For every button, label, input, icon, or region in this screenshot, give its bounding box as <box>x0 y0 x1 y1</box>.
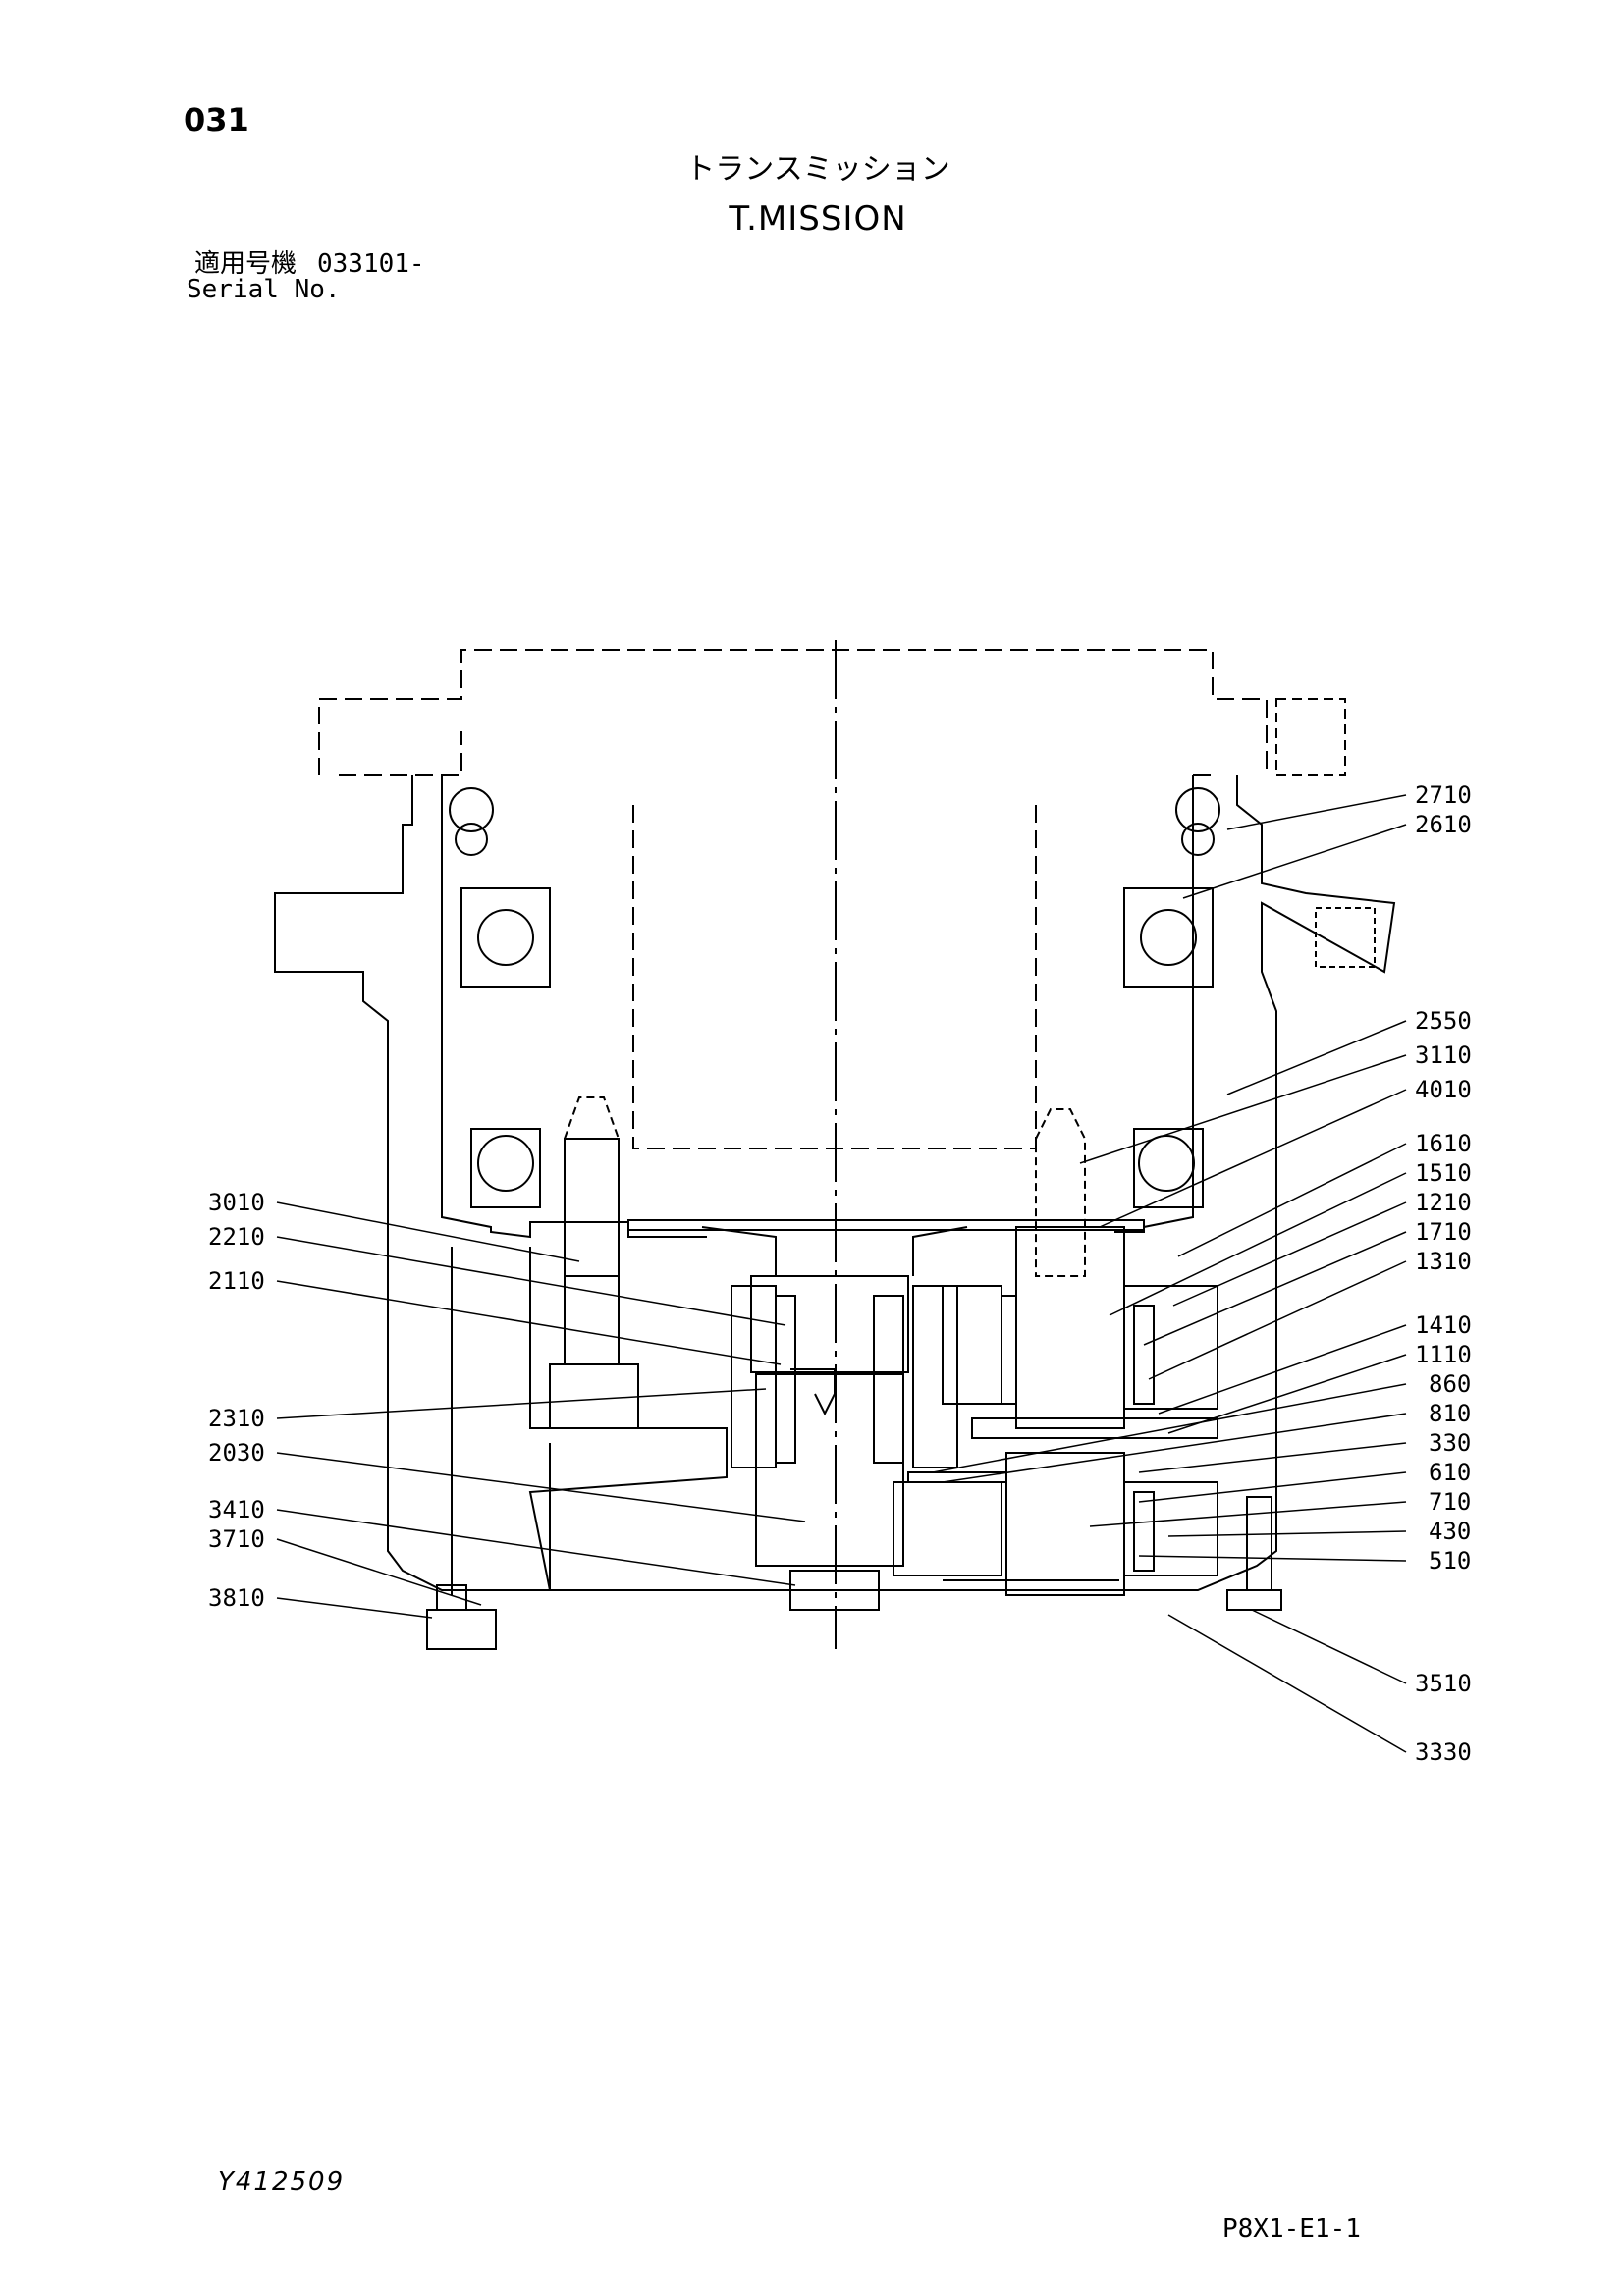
page-number: 031 <box>184 101 249 138</box>
serial-label-japanese: 適用号機 <box>194 249 298 279</box>
callout-860: 860 <box>1429 1370 1471 1398</box>
callout-2610: 2610 <box>1415 811 1472 838</box>
callout-3810: 3810 <box>208 1584 265 1612</box>
callout-2550: 2550 <box>1415 1007 1472 1035</box>
callout-510: 510 <box>1429 1547 1471 1575</box>
callout-610: 610 <box>1429 1459 1471 1486</box>
callout-1510: 1510 <box>1415 1159 1472 1187</box>
callout-1410: 1410 <box>1415 1311 1472 1339</box>
title-japanese: トランスミッション <box>685 152 950 187</box>
callout-3510: 3510 <box>1415 1670 1472 1697</box>
callout-1110: 1110 <box>1415 1341 1472 1368</box>
callout-3110: 3110 <box>1415 1041 1472 1069</box>
callout-2030: 2030 <box>208 1439 265 1467</box>
callout-2310: 2310 <box>208 1405 265 1432</box>
callout-2710: 2710 <box>1415 781 1472 809</box>
page-title: T.MISSION <box>729 199 907 239</box>
serial-label-english: Serial No. <box>187 275 341 304</box>
callout-3330: 3330 <box>1415 1738 1472 1766</box>
callout-4010: 4010 <box>1415 1076 1472 1103</box>
callout-710: 710 <box>1429 1488 1471 1516</box>
callout-810: 810 <box>1429 1400 1471 1427</box>
callout-1710: 1710 <box>1415 1218 1472 1246</box>
callout-2210: 2210 <box>208 1223 265 1251</box>
callout-1610: 1610 <box>1415 1130 1472 1157</box>
reference-code: P8X1-E1-1 <box>1222 2215 1361 2244</box>
callout-3410: 3410 <box>208 1496 265 1523</box>
callout-3010: 3010 <box>208 1189 265 1216</box>
callout-430: 430 <box>1429 1518 1471 1545</box>
callout-330: 330 <box>1429 1429 1471 1457</box>
callout-2110: 2110 <box>208 1267 265 1295</box>
callout-1310: 1310 <box>1415 1248 1472 1275</box>
callout-1210: 1210 <box>1415 1189 1472 1216</box>
serial-number-value: 033101- <box>317 249 425 279</box>
callout-3710: 3710 <box>208 1525 265 1553</box>
drawing-code: Y412509 <box>218 2167 346 2197</box>
